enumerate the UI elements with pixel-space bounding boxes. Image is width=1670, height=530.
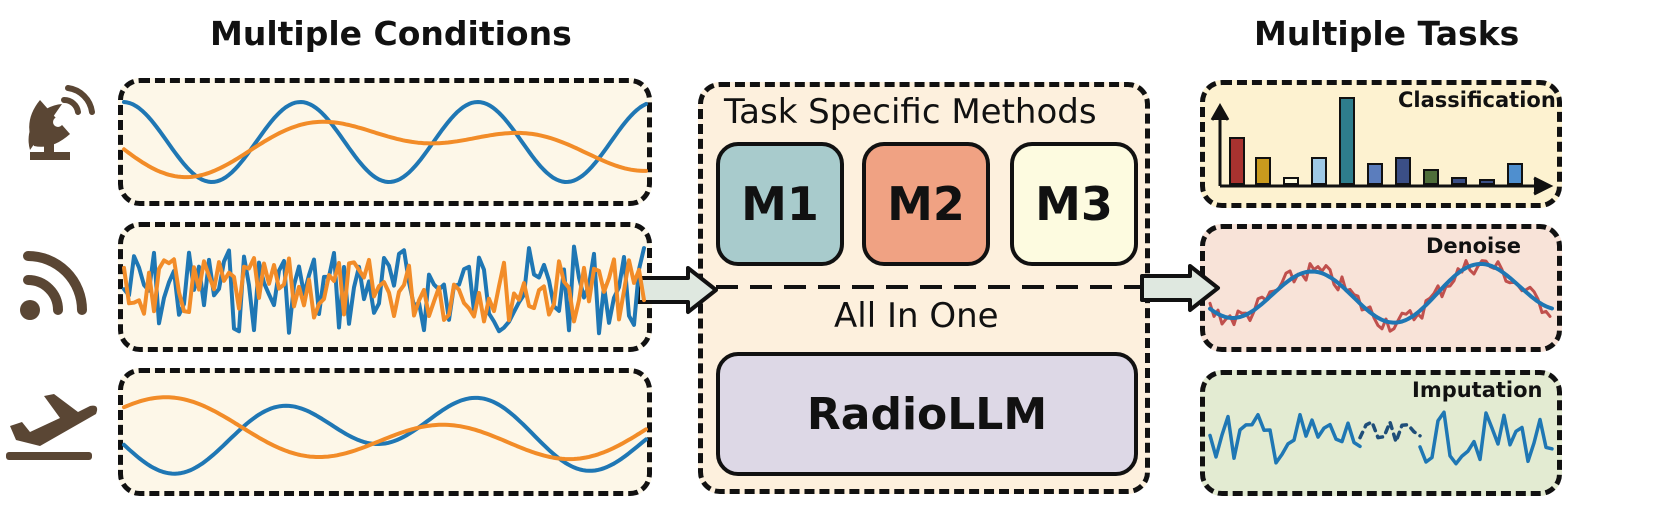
classification-bar (1311, 157, 1327, 185)
signal-trace (122, 256, 646, 324)
classification-bar (1255, 157, 1271, 185)
classification-bar (1395, 157, 1411, 185)
signal-trace (122, 119, 648, 180)
task-panel-denoise (1200, 224, 1562, 352)
task-specific-methods-title: Task Specific Methods (724, 92, 1097, 132)
arrow-conditions-to-methods (636, 266, 718, 314)
all-in-one-label: All In One (834, 296, 999, 336)
signal-trace (122, 395, 648, 462)
header-multiple-conditions: Multiple Conditions (210, 14, 572, 53)
method-m1-box: M1 (716, 142, 844, 266)
classification-bar (1507, 163, 1523, 185)
task-label-classification: Classification (1398, 88, 1556, 112)
classification-bars (1229, 97, 1523, 185)
airplane-icon (6, 394, 98, 460)
method-m2-box: M2 (862, 142, 990, 266)
arrow-methods-to-tasks (1140, 264, 1220, 312)
signal-trace (1418, 410, 1554, 466)
classification-bar (1423, 169, 1439, 185)
signal-trace (1358, 420, 1422, 444)
signal-trace (122, 395, 648, 476)
signal-trace (122, 244, 646, 336)
classification-bar (1229, 137, 1245, 185)
task-label-denoise: Denoise (1426, 234, 1521, 258)
condition-panel-airplane (118, 368, 652, 496)
radiollm-model-box: RadioLLM (716, 352, 1138, 476)
signal-trace (122, 100, 648, 184)
signal-trace (1208, 261, 1554, 325)
classification-axes (1210, 102, 1554, 196)
classification-bar (1479, 179, 1495, 185)
satellite-dish-icon (28, 85, 95, 160)
classification-bar (1367, 163, 1383, 185)
task-label-imputation: Imputation (1412, 378, 1543, 402)
signal-traces (122, 100, 1554, 476)
method-m3-box: M3 (1010, 142, 1138, 266)
signal-trace (1208, 412, 1362, 465)
header-multiple-tasks: Multiple Tasks (1254, 14, 1520, 53)
classification-bar (1283, 177, 1299, 185)
classification-bar (1339, 97, 1355, 185)
classification-bar (1451, 177, 1467, 185)
wireless-signal-icon (20, 251, 87, 320)
